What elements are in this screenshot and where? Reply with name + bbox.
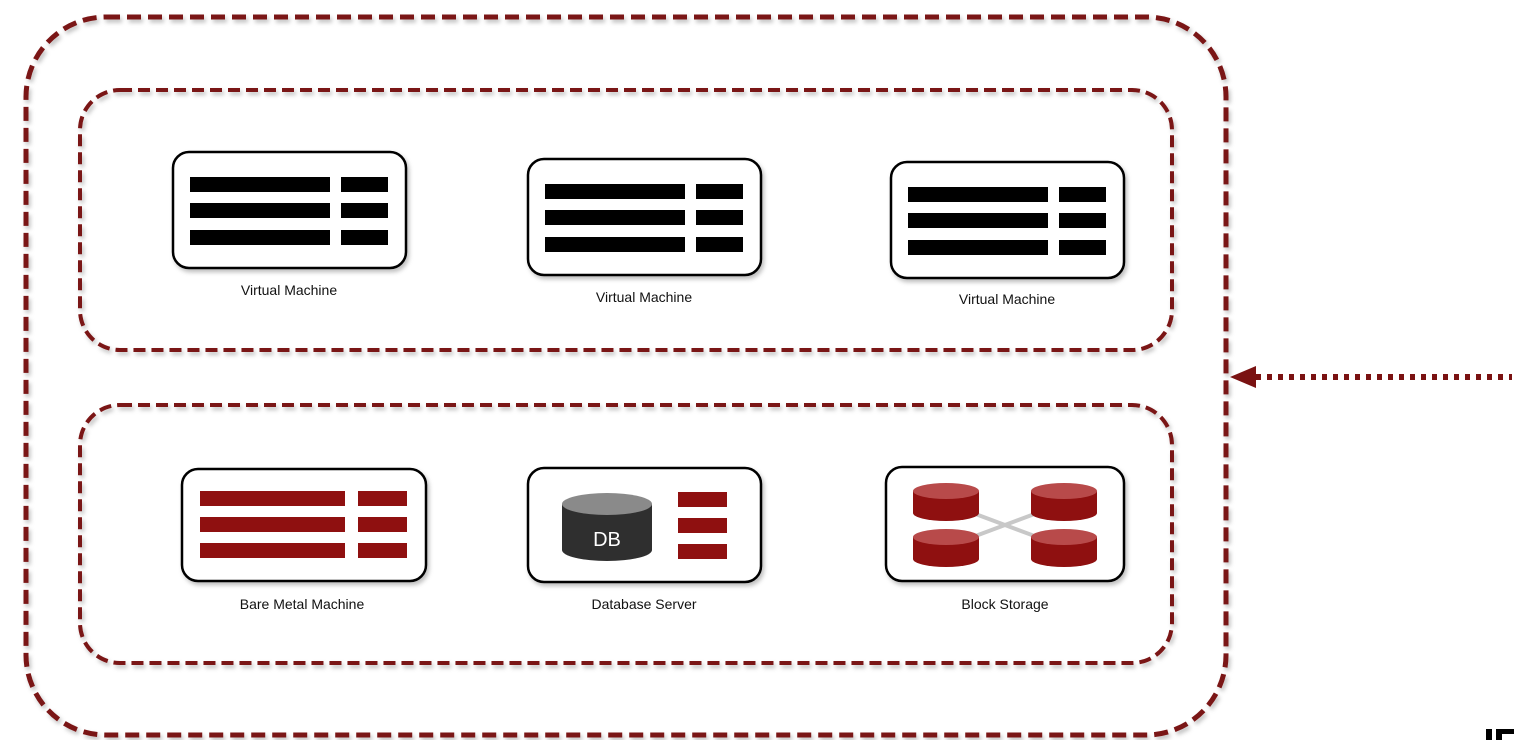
storage-cluster-icon — [884, 465, 1126, 583]
dotted-arrow — [1230, 366, 1512, 388]
bare-metal-label: Bare Metal Machine — [239, 596, 365, 612]
server-icon — [889, 160, 1126, 280]
vm-label: Virtual Machine — [595, 289, 693, 305]
virtual-layer-group — [78, 88, 1174, 352]
server-icon — [526, 157, 763, 277]
database-icon: DB — [526, 466, 763, 584]
database-server-label: Database Server — [591, 596, 697, 612]
physical-layer-group — [78, 403, 1174, 665]
vm-label: Virtual Machine — [958, 291, 1056, 307]
db-badge: DB — [593, 529, 621, 551]
outer-boundary — [23, 14, 1229, 738]
corner-logo-icon — [1486, 729, 1514, 740]
block-storage-label: Block Storage — [961, 596, 1049, 612]
arrowhead-icon — [1230, 366, 1256, 388]
vm-label: Virtual Machine — [240, 282, 338, 298]
server-icon — [171, 150, 408, 270]
server-icon — [180, 467, 428, 583]
